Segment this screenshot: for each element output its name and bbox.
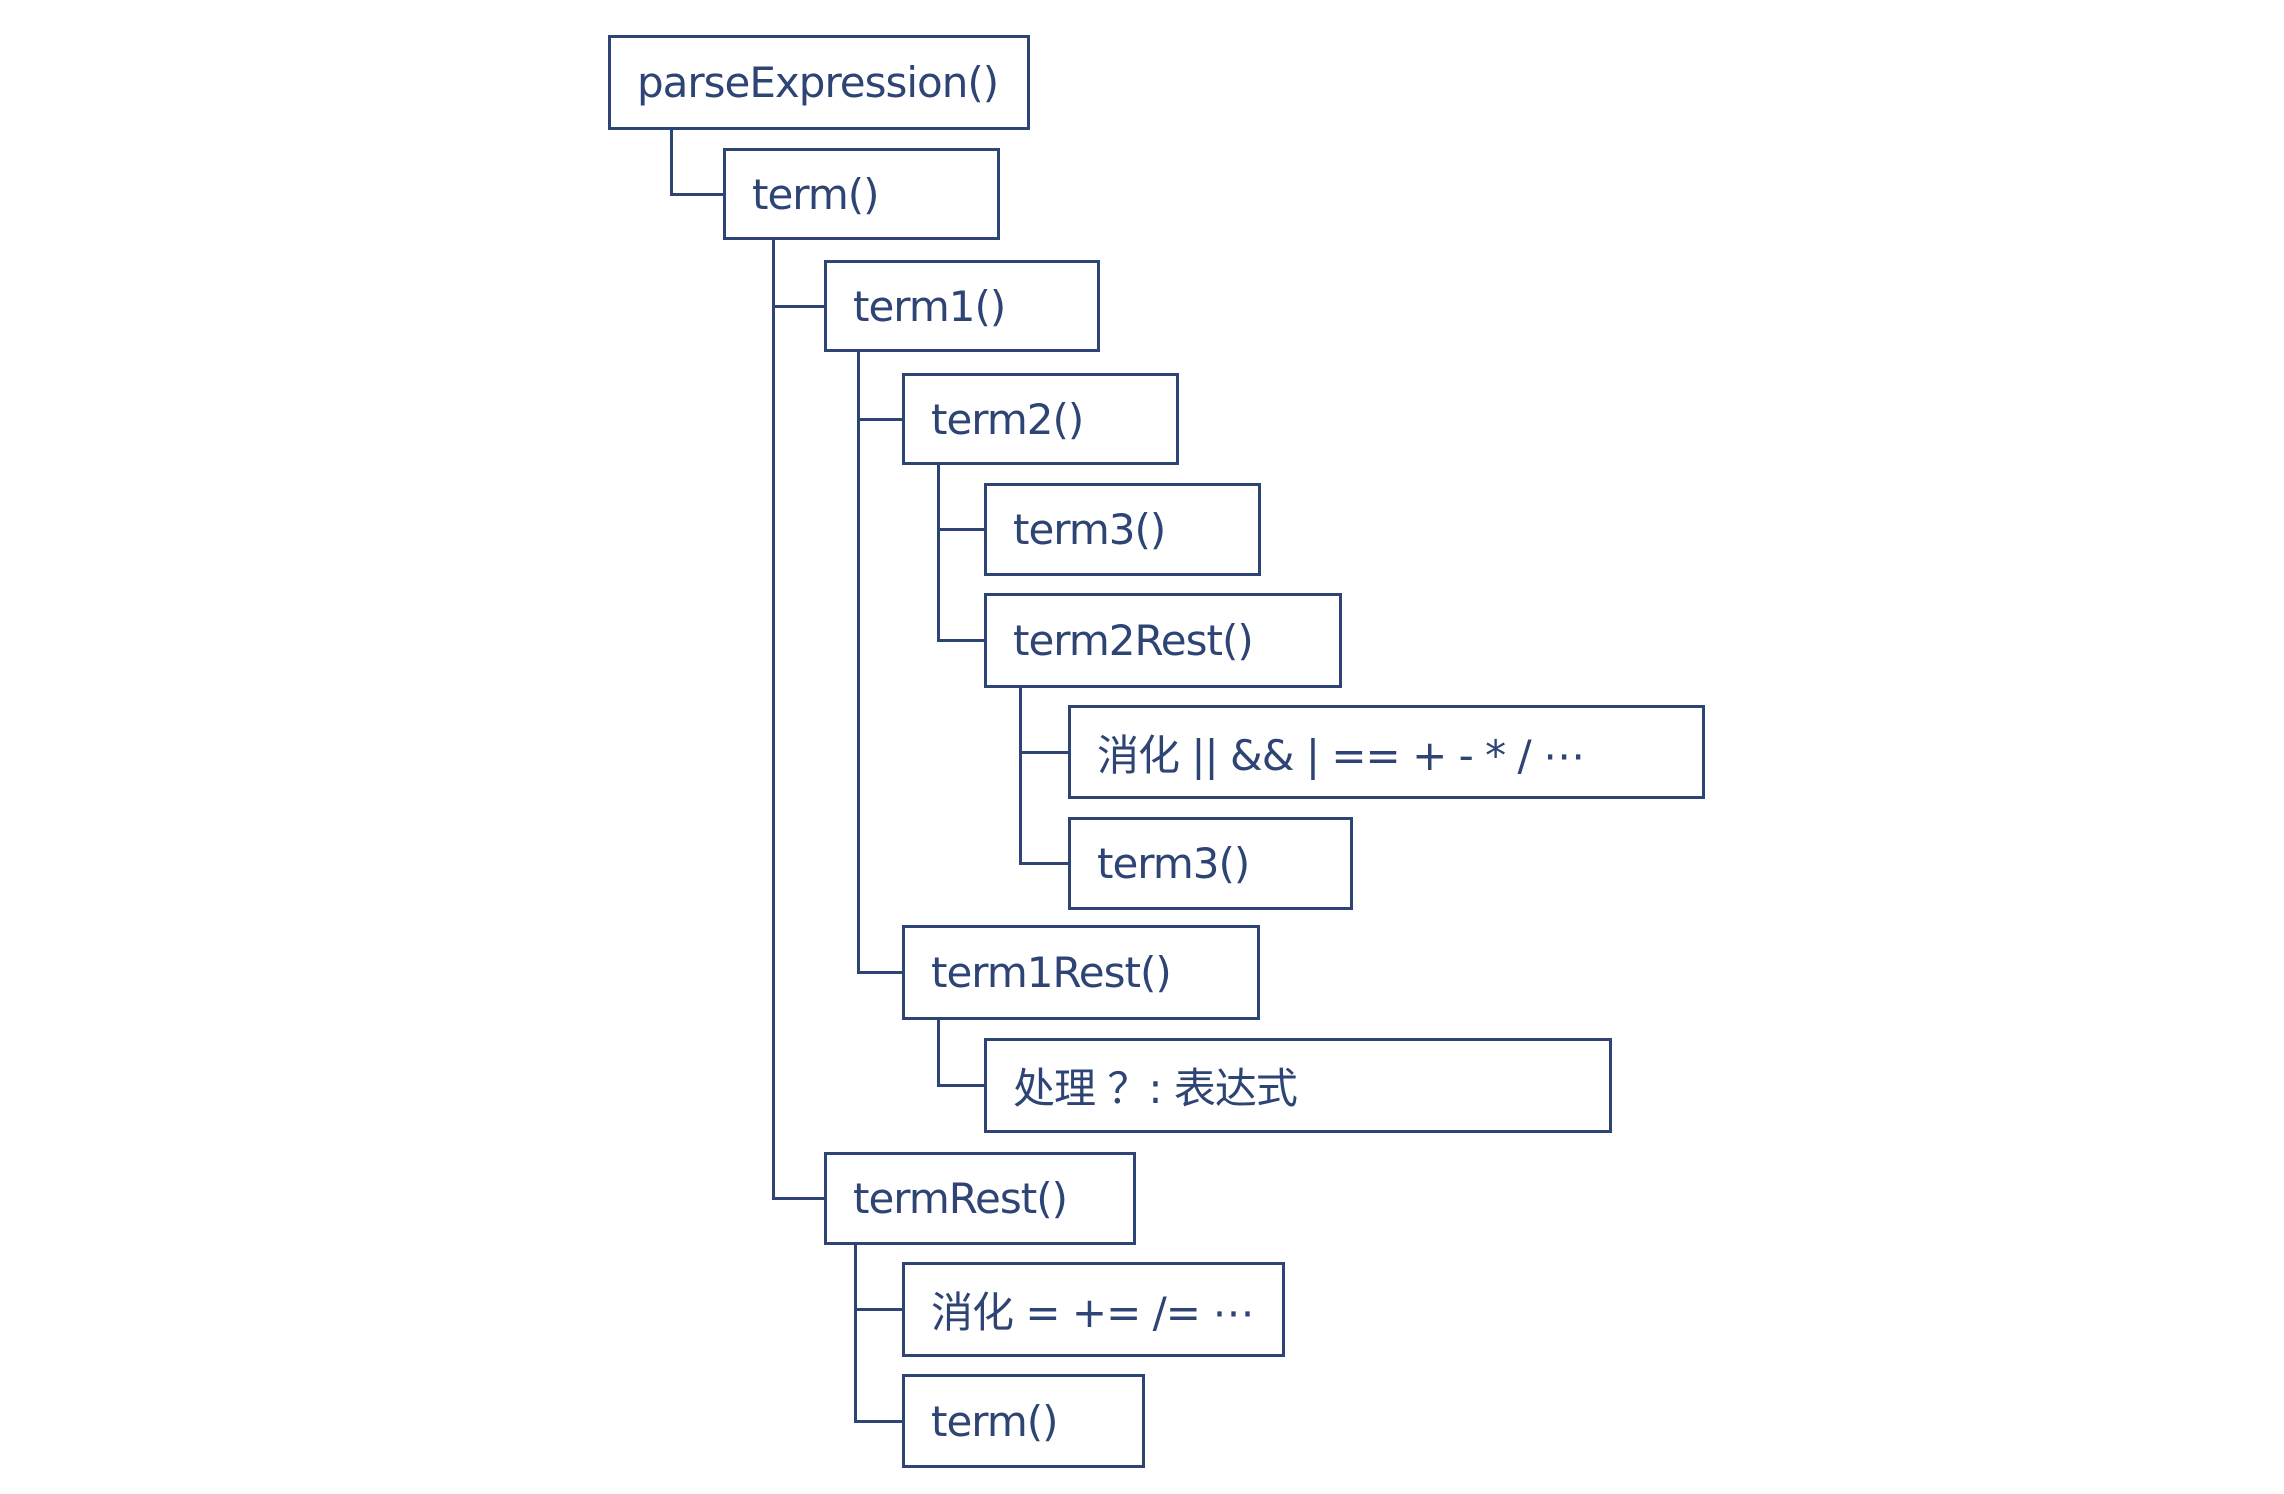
node-consume-assign-ops: 消化 = += /= ⋯ bbox=[902, 1262, 1285, 1357]
node-consume-binary-ops: 消化 || && | == + - * / ⋯ bbox=[1068, 705, 1705, 799]
connector-vertical-line bbox=[771, 240, 775, 1200]
connector-horizontal-line bbox=[936, 639, 984, 642]
connector-horizontal-line bbox=[1018, 862, 1068, 865]
node-term2Rest: term2Rest() bbox=[984, 593, 1342, 688]
connector-horizontal-line bbox=[771, 1197, 824, 1200]
node-term-second: term() bbox=[902, 1374, 1145, 1468]
connector-vertical-line bbox=[1018, 688, 1022, 865]
connector-vertical-line bbox=[669, 130, 673, 196]
connector-horizontal-line bbox=[856, 971, 902, 974]
connector-horizontal-line bbox=[853, 1308, 902, 1311]
connector-horizontal-line bbox=[669, 192, 723, 196]
node-label: term1() bbox=[853, 281, 1006, 331]
connector-vertical-line bbox=[856, 352, 860, 974]
connector-vertical-line bbox=[936, 1020, 940, 1087]
connector-vertical-line bbox=[853, 1245, 857, 1423]
node-label: 消化 || && | == + - * / ⋯ bbox=[1097, 730, 1585, 780]
connector-horizontal-line bbox=[936, 528, 984, 531]
node-term3: term3() bbox=[984, 483, 1261, 576]
node-label: 消化 = += /= ⋯ bbox=[931, 1288, 1254, 1337]
node-label: term2() bbox=[931, 394, 1084, 444]
connector-horizontal-line bbox=[936, 1084, 984, 1087]
node-label: term() bbox=[931, 1396, 1059, 1446]
node-term1Rest: term1Rest() bbox=[902, 925, 1260, 1020]
node-handle-ternary: 处理 ？: 表达式 bbox=[984, 1038, 1612, 1133]
node-label: 处理 ？: 表达式 bbox=[1013, 1064, 1298, 1113]
node-label: termRest() bbox=[853, 1174, 1068, 1223]
node-term3-second: term3() bbox=[1068, 817, 1353, 910]
node-label: parseExpression() bbox=[637, 58, 999, 107]
node-label: term2Rest() bbox=[1013, 616, 1254, 665]
connector-horizontal-line bbox=[771, 304, 824, 308]
node-label: term() bbox=[752, 169, 880, 219]
node-label: term3() bbox=[1013, 505, 1166, 554]
node-label: term3() bbox=[1097, 839, 1250, 888]
node-parseExpression: parseExpression() bbox=[608, 35, 1030, 130]
node-term: term() bbox=[723, 148, 1000, 240]
connector-horizontal-line bbox=[1018, 750, 1068, 754]
connector-vertical-line bbox=[936, 465, 940, 642]
node-term1: term1() bbox=[824, 260, 1100, 352]
node-label: term1Rest() bbox=[931, 948, 1172, 997]
node-term2: term2() bbox=[902, 373, 1179, 465]
connector-horizontal-line bbox=[856, 417, 902, 421]
node-termRest: termRest() bbox=[824, 1152, 1136, 1245]
connector-horizontal-line bbox=[853, 1419, 902, 1423]
